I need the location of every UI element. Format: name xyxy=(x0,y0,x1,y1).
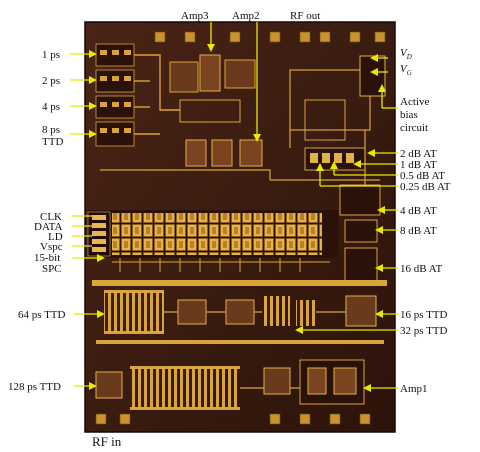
label-amp2: Amp2 xyxy=(232,10,260,22)
label-2ps: 2 ps xyxy=(42,75,60,87)
ttd-128ps-meander xyxy=(130,368,240,408)
lower-circuit xyxy=(92,280,387,425)
label-amp1: Amp1 xyxy=(400,383,428,395)
label-active-bias-1: Active xyxy=(400,96,429,108)
ttd-8ps-block xyxy=(95,121,135,147)
label-1db-at: 1 dB AT xyxy=(400,159,437,171)
label-amp3: Amp3 xyxy=(181,10,209,22)
annotation-arrows xyxy=(70,22,398,392)
label-4db-at: 4 dB AT xyxy=(400,205,437,217)
label-15bit: 15-bit xyxy=(34,252,60,264)
label-data: DATA xyxy=(34,221,63,233)
label-32ps-ttd: 32 ps TTD xyxy=(400,325,448,337)
label-16ps-ttd: 16 ps TTD xyxy=(400,309,448,321)
label-1ps: 1 ps xyxy=(42,49,60,61)
ttd-64ps-meander xyxy=(104,292,164,332)
label-8ps: 8 ps xyxy=(42,124,60,136)
label-05db-at: 0.5 dB AT xyxy=(400,170,445,182)
label-rf-in: RF in xyxy=(92,434,122,449)
label-rf-out: RF out xyxy=(290,10,320,22)
label-ld: LD xyxy=(48,231,63,243)
label-64ps-ttd: 64 ps TTD xyxy=(18,309,66,321)
label-vd: VD xyxy=(400,47,412,61)
label-active-bias-3: circuit xyxy=(400,122,428,134)
label-vg: VG xyxy=(400,63,412,77)
label-8db-at: 8 dB AT xyxy=(400,225,437,237)
label-4ps: 4 ps xyxy=(42,101,60,113)
label-2db-at: 2 dB AT xyxy=(400,148,437,160)
upper-circuit xyxy=(95,31,386,284)
label-16db-at: 16 dB AT xyxy=(400,263,442,275)
label-025db-at: 0.25 dB AT xyxy=(400,181,451,193)
spc-cell-grid xyxy=(112,213,322,255)
spc-band xyxy=(87,210,338,272)
label-clk: CLK xyxy=(40,211,62,223)
label-active-bias-2: bias xyxy=(400,109,418,121)
label-vspc: Vspc xyxy=(40,241,63,253)
label-spc: SPC xyxy=(42,263,62,275)
label-128ps-ttd: 128 ps TTD xyxy=(8,381,61,393)
label-8ps-ttd: TTD xyxy=(42,136,63,148)
ttd-32ps-meander xyxy=(262,296,290,326)
